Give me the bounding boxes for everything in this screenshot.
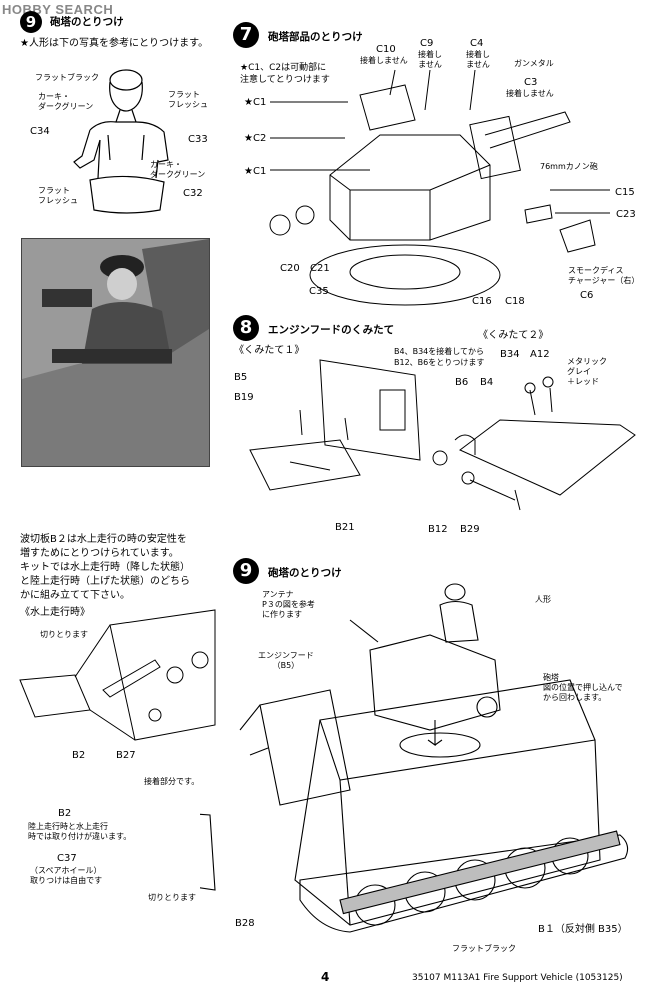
reference-photo [21, 238, 210, 467]
lbl-cut2: 切りとります [148, 893, 196, 902]
lbl-c35: C35 [309, 286, 329, 297]
lbl-c15: C15 [615, 187, 635, 198]
lbl-metallic: メタリック グレイ ＋レッド [567, 357, 607, 386]
step8-drawing [249, 359, 636, 511]
step7-drawing [269, 69, 610, 306]
step8-note: B4、B34を接着してから B12、B6をとりつけます [394, 347, 485, 367]
lbl-c23: C23 [616, 209, 636, 220]
lbl-c2: ★C2 [244, 133, 267, 144]
lbl-b2-note: 陸上走行時と水上走行 時では取り付けが違います。 [28, 822, 132, 841]
step9-drawing [200, 583, 629, 933]
lbl-b2a: B2 [72, 750, 86, 761]
lbl-gunmetal: ガンメタル [514, 59, 554, 68]
lbl-c37-note: （スペアホイール） 取りつけは自由です [30, 866, 103, 885]
lbl-c4: C4 [470, 38, 484, 49]
wave-board-subtitle: 《水上走行時》 [20, 607, 90, 618]
step9-title: 砲塔のとりつけ [268, 567, 342, 579]
lbl-c6: C6 [580, 290, 594, 301]
lbl-flat-flesh2: フラット フレッシュ [38, 186, 78, 205]
lbl-c1a: ★C1 [244, 97, 267, 108]
step-a-title: 砲塔のとりつけ [50, 16, 124, 28]
lbl-c3-note: 接着しません [506, 89, 554, 98]
lbl-c9-note: 接着し ません [418, 50, 442, 69]
lbl-b1: B１（反対側 B35） [538, 924, 628, 935]
wave-board-text: 波切板B２は水上走行の時の安定性を 増すためにとりつけられています。 キットでは… [20, 534, 190, 601]
lbl-cannon: 76mmカノン砲 [540, 162, 598, 171]
lbl-hood: エンジンフード （B5） [258, 651, 314, 670]
lbl-c10: C10 [376, 44, 396, 55]
lbl-c3: C3 [524, 77, 538, 88]
lbl-cut1: 切りとります [40, 630, 88, 639]
lbl-b19: B19 [234, 392, 254, 403]
footer-text: 35107 M113A1 Fire Support Vehicle (10531… [412, 973, 623, 983]
lbl-figure: 人形 [535, 595, 551, 604]
lbl-b27: B27 [116, 750, 136, 761]
lbl-b12: B12 [428, 524, 448, 535]
step-a-number: 9 [20, 11, 42, 33]
lbl-smoke: スモークディス チャージャー（右） [568, 266, 640, 285]
step8-sub2: 《くみたて２》 [478, 330, 549, 341]
lbl-a12: A12 [530, 349, 550, 360]
lbl-khaki-dg1: カーキ・ ダークグリーン [38, 92, 94, 111]
lbl-b21: B21 [335, 522, 355, 533]
lbl-c21: C21 [310, 263, 330, 274]
lbl-c18: C18 [505, 296, 525, 307]
step8-title: エンジンフードのくみたて [268, 324, 395, 336]
lbl-c33: C33 [188, 134, 208, 145]
lbl-b28: B28 [235, 918, 255, 929]
lbl-flatblack: フラットブラック [452, 944, 516, 953]
step7-number: 7 [233, 22, 259, 48]
wave-board-drawing [19, 609, 216, 741]
step8-number: 8 [233, 315, 259, 341]
lbl-b2b: B2 [58, 808, 72, 819]
lbl-b5: B5 [234, 372, 248, 383]
lbl-b6: B6 [455, 377, 469, 388]
lbl-c32: C32 [183, 188, 203, 199]
lbl-khaki-dg2: カーキ・ ダークグリーン [150, 160, 206, 179]
lbl-b29: B29 [460, 524, 480, 535]
lbl-flat-flesh1: フラット フレッシュ [168, 90, 208, 109]
lbl-glue: 接着部分です。 [144, 777, 200, 786]
step9-number: 9 [233, 558, 259, 584]
lbl-c20: C20 [280, 263, 300, 274]
lbl-c1b: ★C1 [244, 166, 267, 177]
lbl-b34: B34 [500, 349, 520, 360]
step7-title: 砲塔部品のとりつけ [268, 31, 363, 43]
lbl-b4: B4 [480, 377, 494, 388]
lbl-c9: C9 [420, 38, 434, 49]
step7-note: ★C1、C2は可動部に 注意してとりつけます [240, 63, 330, 85]
page-number: 4 [321, 970, 330, 984]
lbl-c10-note: 接着しません [360, 56, 408, 65]
lbl-turret: 砲塔 図の位置で押し込んで から回わします。 [543, 673, 623, 702]
lbl-c37: C37 [57, 853, 77, 864]
lbl-c4-note: 接着し ません [466, 50, 490, 69]
step8-sub1: 《くみたて１》 [234, 345, 305, 356]
lbl-c34: C34 [30, 126, 50, 137]
lbl-flat-black: フラットブラック [35, 73, 99, 82]
lbl-antenna: アンテナ P３の図を参考 に作ります [262, 590, 315, 619]
lbl-c16: C16 [472, 296, 492, 307]
step-a-note: ★人形は下の写真を参考にとりつけます。 [20, 38, 209, 49]
figure-drawing [73, 69, 169, 214]
